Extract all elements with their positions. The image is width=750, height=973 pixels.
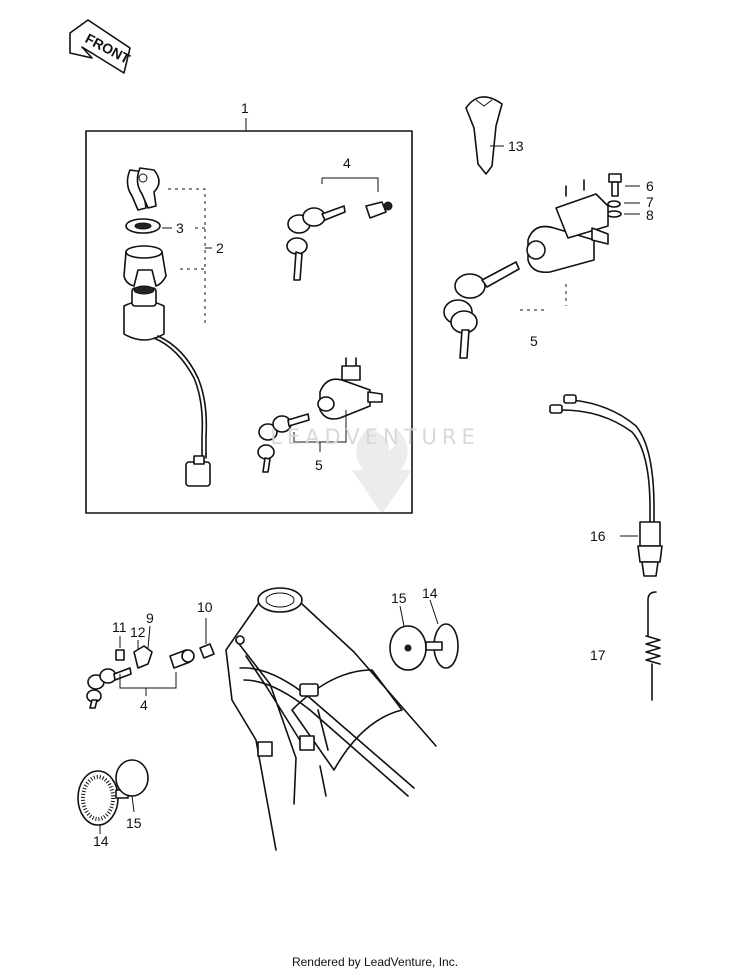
watermark: LEADVENTURE [0, 425, 750, 449]
callout-1: 1 [241, 100, 249, 116]
frame-section [225, 587, 437, 851]
washer-part-3 [125, 218, 161, 234]
callout-2: 2 [216, 240, 224, 256]
callout-7: 7 [646, 194, 654, 210]
leadventure-logo-icon [352, 428, 412, 514]
footer-credit: Rendered by LeadVenture, Inc. [291, 955, 459, 969]
callout-6: 6 [646, 178, 654, 194]
callout-15-left: 15 [126, 815, 142, 831]
callout-8: 8 [646, 207, 654, 223]
callout-14-left: 14 [93, 833, 109, 849]
callout-3: 3 [176, 220, 184, 236]
reflector-parts-right: 15 14 [389, 585, 459, 671]
front-arrow-icon: FRONT [69, 19, 133, 74]
key-lock-set-4-top: 4 [286, 155, 393, 281]
lock-set-5-right: 5 [443, 179, 609, 359]
callout-15-right: 15 [391, 590, 407, 606]
callout-13: 13 [508, 138, 524, 154]
callout-11: 11 [112, 619, 127, 635]
ignition-keys [126, 167, 160, 211]
wire-harness-16: 16 [549, 394, 663, 577]
screw-washer-parts: 6 7 8 [606, 173, 654, 223]
callout-4-top: 4 [343, 155, 351, 171]
callout-9: 9 [146, 610, 154, 626]
key-blank-13: 13 [465, 96, 524, 175]
callout-5-right: 5 [530, 333, 538, 349]
spring-17: 17 [590, 591, 661, 701]
ignition-kit-box: 1 [85, 100, 413, 514]
callout-16: 16 [590, 528, 606, 544]
seat-lock-parts: 10 11 12 9 4 [86, 599, 215, 713]
watermark-text: LEADVENTURE [270, 425, 480, 449]
callout-14-right: 14 [422, 585, 438, 601]
callout-5-box: 5 [315, 457, 323, 473]
callout-10: 10 [197, 599, 213, 615]
ignition-switch-assembly [123, 245, 211, 487]
reflector-parts-left: 14 15 [77, 759, 149, 849]
callout-12: 12 [130, 624, 146, 640]
lock-set-5-box: 5 [257, 357, 383, 473]
callout-17: 17 [590, 647, 606, 663]
callout-4-bottom: 4 [140, 697, 148, 713]
